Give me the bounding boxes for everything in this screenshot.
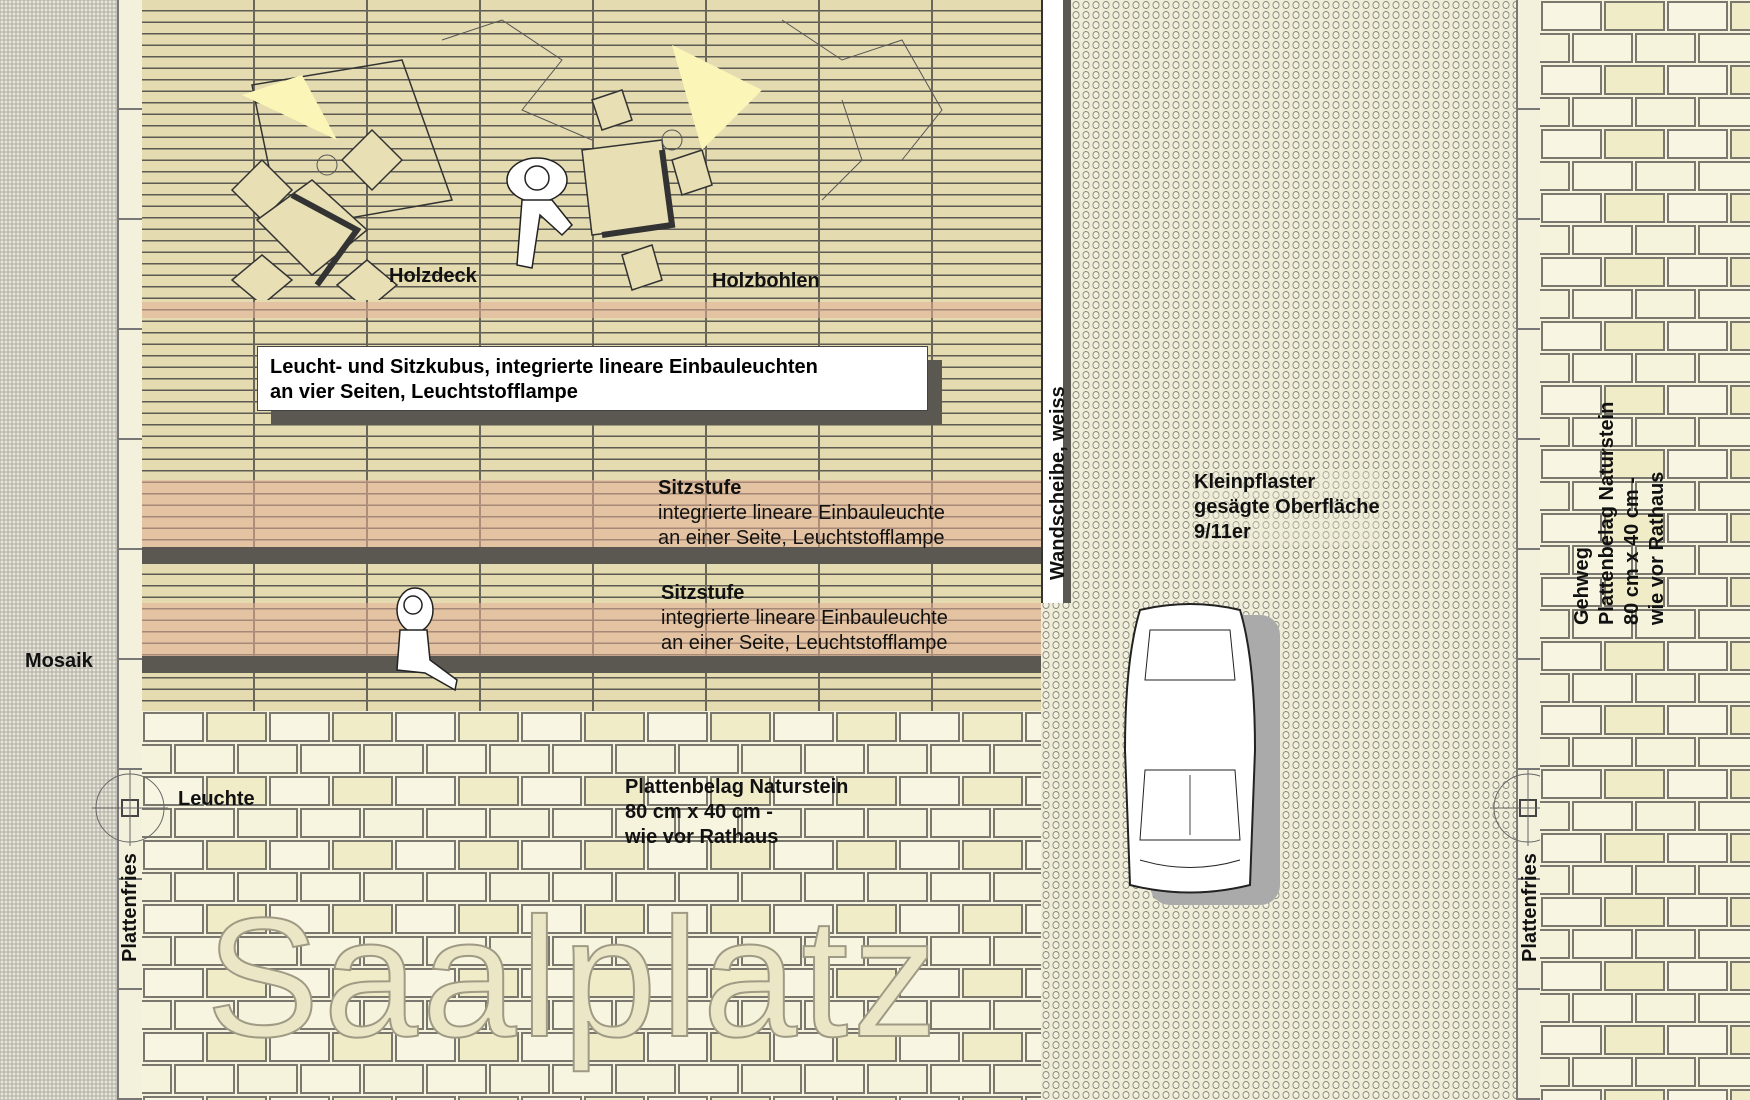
wandscheibe-wall (1041, 0, 1071, 603)
mosaic-strip (0, 0, 117, 1100)
person-figure (506, 157, 574, 269)
plattenfries-label-left: Plattenfries (119, 853, 141, 962)
holzbohlen-label: Holzbohlen (712, 270, 820, 292)
holzdeck-label: Holzdeck (389, 265, 477, 287)
kleinpflaster-line: gesägte Oberfläche (1194, 496, 1380, 518)
place-name-watermark: Saalplatz (205, 882, 942, 1074)
sitzstufe-label-2: Sitzstufe integrierte lineare Einbauleuc… (661, 581, 948, 656)
callout-line: Leucht- und Sitzkubus, integrierte linea… (270, 356, 818, 378)
mosaik-label: Mosaik (25, 650, 93, 672)
pink-band (142, 302, 1041, 318)
kleinpflaster-road (1041, 0, 1518, 1100)
street-lamp-icon (92, 770, 168, 846)
gehweg-line: Plattenbelag Naturstein (1596, 401, 1618, 625)
gehweg-line: 80 cm x 40 cm - (1621, 477, 1643, 625)
plattenfries-right (1516, 0, 1544, 1100)
wandscheibe-label: Wandscheibe, weiss (1047, 386, 1069, 580)
pink-band (142, 480, 1041, 547)
light-cubes-drawing (230, 19, 943, 300)
sitzstufe-desc: an einer Seite, Leuchtstofflampe (658, 527, 945, 549)
plattenbelag-line: 80 cm x 40 cm - (625, 801, 773, 823)
sitzstufe-title: Sitzstufe (658, 477, 742, 499)
sitzstufe-desc: integrierte lineare Einbauleuchte (661, 607, 948, 629)
kleinpflaster-line: Kleinpflaster (1194, 471, 1316, 493)
kleinpflaster-line: 9/11er (1194, 521, 1251, 543)
sitzstufe-desc: an einer Seite, Leuchtstofflampe (661, 632, 948, 654)
kleinpflaster-label: Kleinpflaster gesägte Oberfläche 9/11er (1194, 470, 1380, 545)
seat-step-shadow (142, 547, 1041, 564)
sitzstufe-label-1: Sitzstufe integrierte lineare Einbauleuc… (658, 476, 945, 551)
car-icon (1123, 603, 1280, 905)
seated-person-figure (396, 587, 458, 692)
pink-band (142, 603, 1041, 656)
gehweg-line: wie vor Rathaus (1646, 471, 1668, 625)
natural-stone-paving (142, 711, 1041, 1100)
seat-step-shadow (142, 656, 1041, 673)
light-cube-callout: Leucht- und Sitzkubus, integrierte linea… (257, 346, 928, 411)
leuchte-label: Leuchte (178, 788, 255, 810)
sitzstufe-desc: integrierte lineare Einbauleuchte (658, 502, 945, 524)
gehweg-paving (1540, 0, 1750, 1100)
plattenbelag-label: Plattenbelag Naturstein 80 cm x 40 cm - … (625, 775, 848, 850)
plattenbelag-line: Plattenbelag Naturstein (625, 776, 849, 798)
callout-line: an vier Seiten, Leuchtstofflampe (270, 381, 578, 403)
plattenbelag-line: wie vor Rathaus (625, 826, 779, 848)
gehweg-line: Gehweg (1571, 547, 1593, 625)
sitzstufe-title: Sitzstufe (661, 582, 745, 604)
gehweg-label: Gehweg Plattenbelag Naturstein 80 cm x 4… (1570, 402, 1670, 625)
